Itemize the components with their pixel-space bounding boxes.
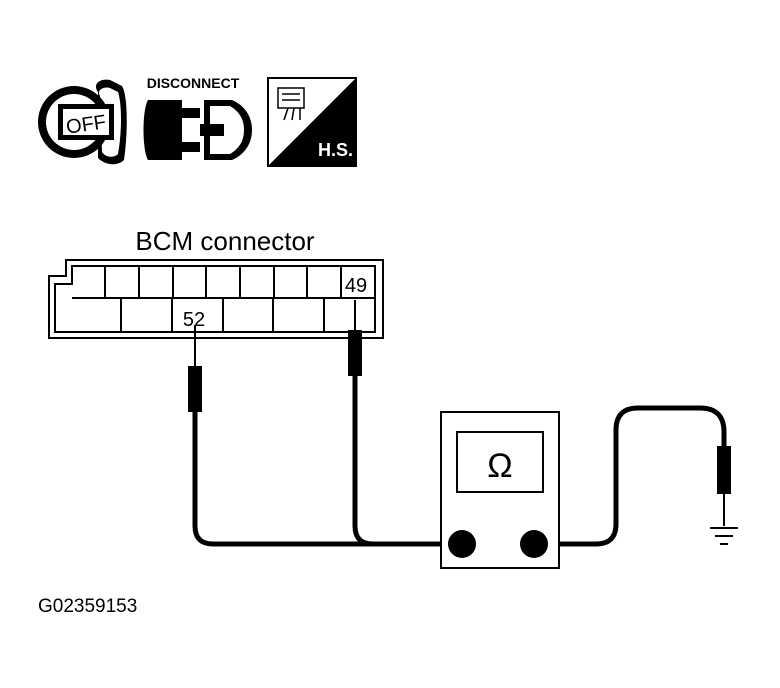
disconnect-icon: DISCONNECT	[143, 75, 252, 160]
pin-49-label: 49	[345, 275, 367, 297]
connector-pictogram	[277, 87, 305, 121]
test-leads	[192, 373, 727, 547]
meter-terminal-left	[448, 530, 476, 558]
harness-hs-label: H.S.	[318, 140, 353, 160]
harness-hs-icon: H.S.	[267, 77, 357, 167]
ohm-symbol: Ω	[487, 447, 512, 485]
pin-52-label: 52	[183, 309, 205, 331]
figure-id: G02359153	[38, 596, 137, 617]
ground-probe	[717, 446, 731, 526]
disconnect-label: DISCONNECT	[147, 75, 240, 91]
meter-terminal-right	[520, 530, 548, 558]
probe-pin-49	[348, 300, 362, 376]
connector-title: BCM connector	[135, 226, 315, 256]
lead-to-ground	[530, 405, 727, 547]
ignition-off-icon: OFF	[38, 79, 127, 165]
lead-from-pin-49	[352, 373, 465, 547]
lead-from-pin-52	[192, 409, 465, 547]
ohmmeter: Ω	[440, 411, 560, 569]
bcm-connector	[48, 259, 384, 339]
meter-display	[456, 431, 544, 493]
ground-symbol-icon	[710, 527, 738, 545]
probe-pin-52	[188, 325, 202, 412]
